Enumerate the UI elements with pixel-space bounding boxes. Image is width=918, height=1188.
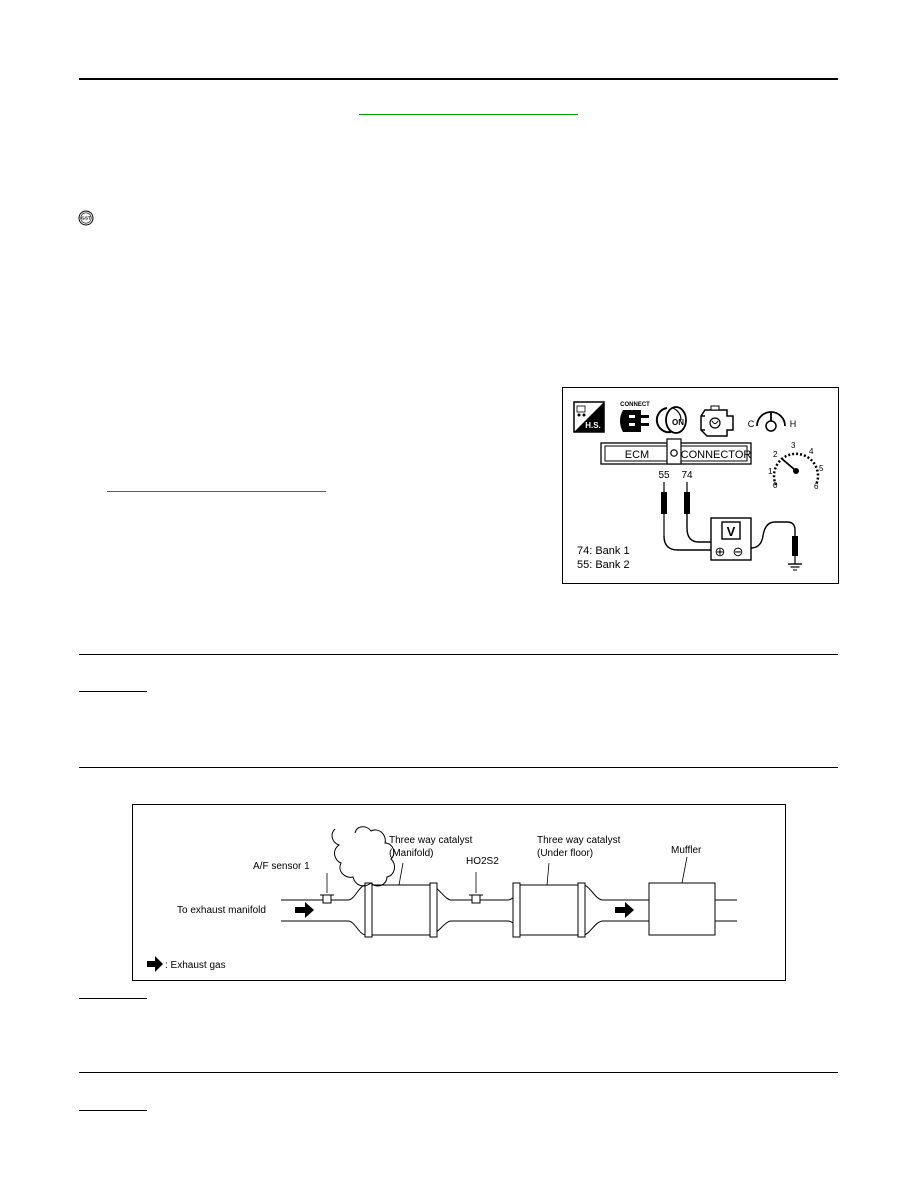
voltmeter: V ⊕ ⊖: [710, 517, 752, 561]
underfloor-catalyst-label-2: (Under floor): [537, 848, 593, 859]
temperature-gauge-icon: C H: [748, 411, 797, 432]
gst-icon: GST: [78, 210, 94, 226]
terminal-55-label: 55: [658, 470, 670, 481]
leader-lines: [326, 856, 688, 893]
underfloor-catalyst: [512, 882, 586, 938]
section-heading-underline-2: [79, 998, 147, 999]
negative-terminal: ⊖: [733, 544, 744, 559]
connector-label: CONNECTOR: [681, 449, 752, 461]
exhaust-flow-arrow: [615, 902, 634, 918]
tach-tick-4: 4: [809, 447, 814, 456]
muffler-label: Muffler: [671, 845, 702, 856]
svg-text:H.S.: H.S.: [585, 421, 601, 430]
af-sensor-label: A/F sensor 1: [253, 861, 310, 872]
tach-tick-6: 6: [814, 482, 819, 491]
exhaust-system-figure: A/F sensor 1 Three way catalyst (Manifol…: [132, 804, 786, 981]
ecm-voltage-check-figure: H.S. CONNECT ON: [562, 387, 839, 584]
ho2s2-label: HO2S2: [466, 856, 499, 867]
ground-lead: [750, 521, 802, 571]
ecm-label: ECM: [625, 449, 649, 461]
underfloor-catalyst-label-1: Three way catalyst: [537, 835, 621, 846]
muffler: [648, 882, 716, 936]
reference-link-middle[interactable]: [107, 491, 326, 492]
voltmeter-label: V: [727, 524, 736, 539]
legend-bank2: 55: Bank 2: [577, 559, 630, 571]
positive-terminal: ⊕: [715, 544, 726, 559]
terminal-74-label: 74: [681, 470, 693, 481]
temp-cold-label: C: [748, 419, 755, 429]
manifold-catalyst: [364, 882, 438, 938]
connect-label: CONNECT: [620, 402, 650, 408]
section-rule-3: [79, 1072, 838, 1073]
temp-hot-label: H: [790, 419, 797, 429]
reference-link-top[interactable]: [359, 114, 578, 115]
legend-bank1: 74: Bank 1: [577, 545, 630, 557]
engine-icon: [700, 405, 734, 437]
hs-service-icon: H.S.: [573, 401, 605, 433]
tach-tick-1: 1: [768, 467, 773, 476]
ecm-connector: ECM CONNECTOR 55 74: [600, 438, 752, 481]
inlet-label: To exhaust manifold: [177, 905, 266, 916]
tach-tick-3: 3: [791, 441, 796, 450]
section-heading-underline-1: [79, 691, 147, 692]
header-rule: [79, 78, 838, 80]
gst-icon-text: GST: [81, 216, 91, 221]
probe-wires: [661, 482, 712, 551]
manifold-catalyst-label-2: (Manifold): [389, 848, 433, 859]
manifold-catalyst-label-1: Three way catalyst: [389, 835, 473, 846]
tachometer-icon: 0 1 2 3 4 5 6: [768, 441, 824, 491]
af-sensor-1: [320, 894, 334, 904]
ho2s2-sensor: [469, 894, 483, 904]
exhaust-flow-arrow: [295, 902, 314, 918]
tach-tick-0: 0: [773, 481, 778, 490]
section-heading-underline-3: [79, 1110, 147, 1111]
tach-tick-5: 5: [819, 464, 824, 473]
tach-tick-2: 2: [773, 450, 778, 459]
legend-label: : Exhaust gas: [165, 960, 226, 971]
ignition-key-icon: ON: [655, 406, 687, 434]
section-rule-2: [79, 767, 838, 768]
connect-plug-icon: CONNECT: [620, 402, 650, 432]
ignition-on-label: ON: [672, 418, 684, 427]
exhaust-smoke: [331, 826, 395, 887]
section-rule-1: [79, 654, 838, 655]
exhaust-gas-legend: : Exhaust gas: [147, 956, 226, 972]
